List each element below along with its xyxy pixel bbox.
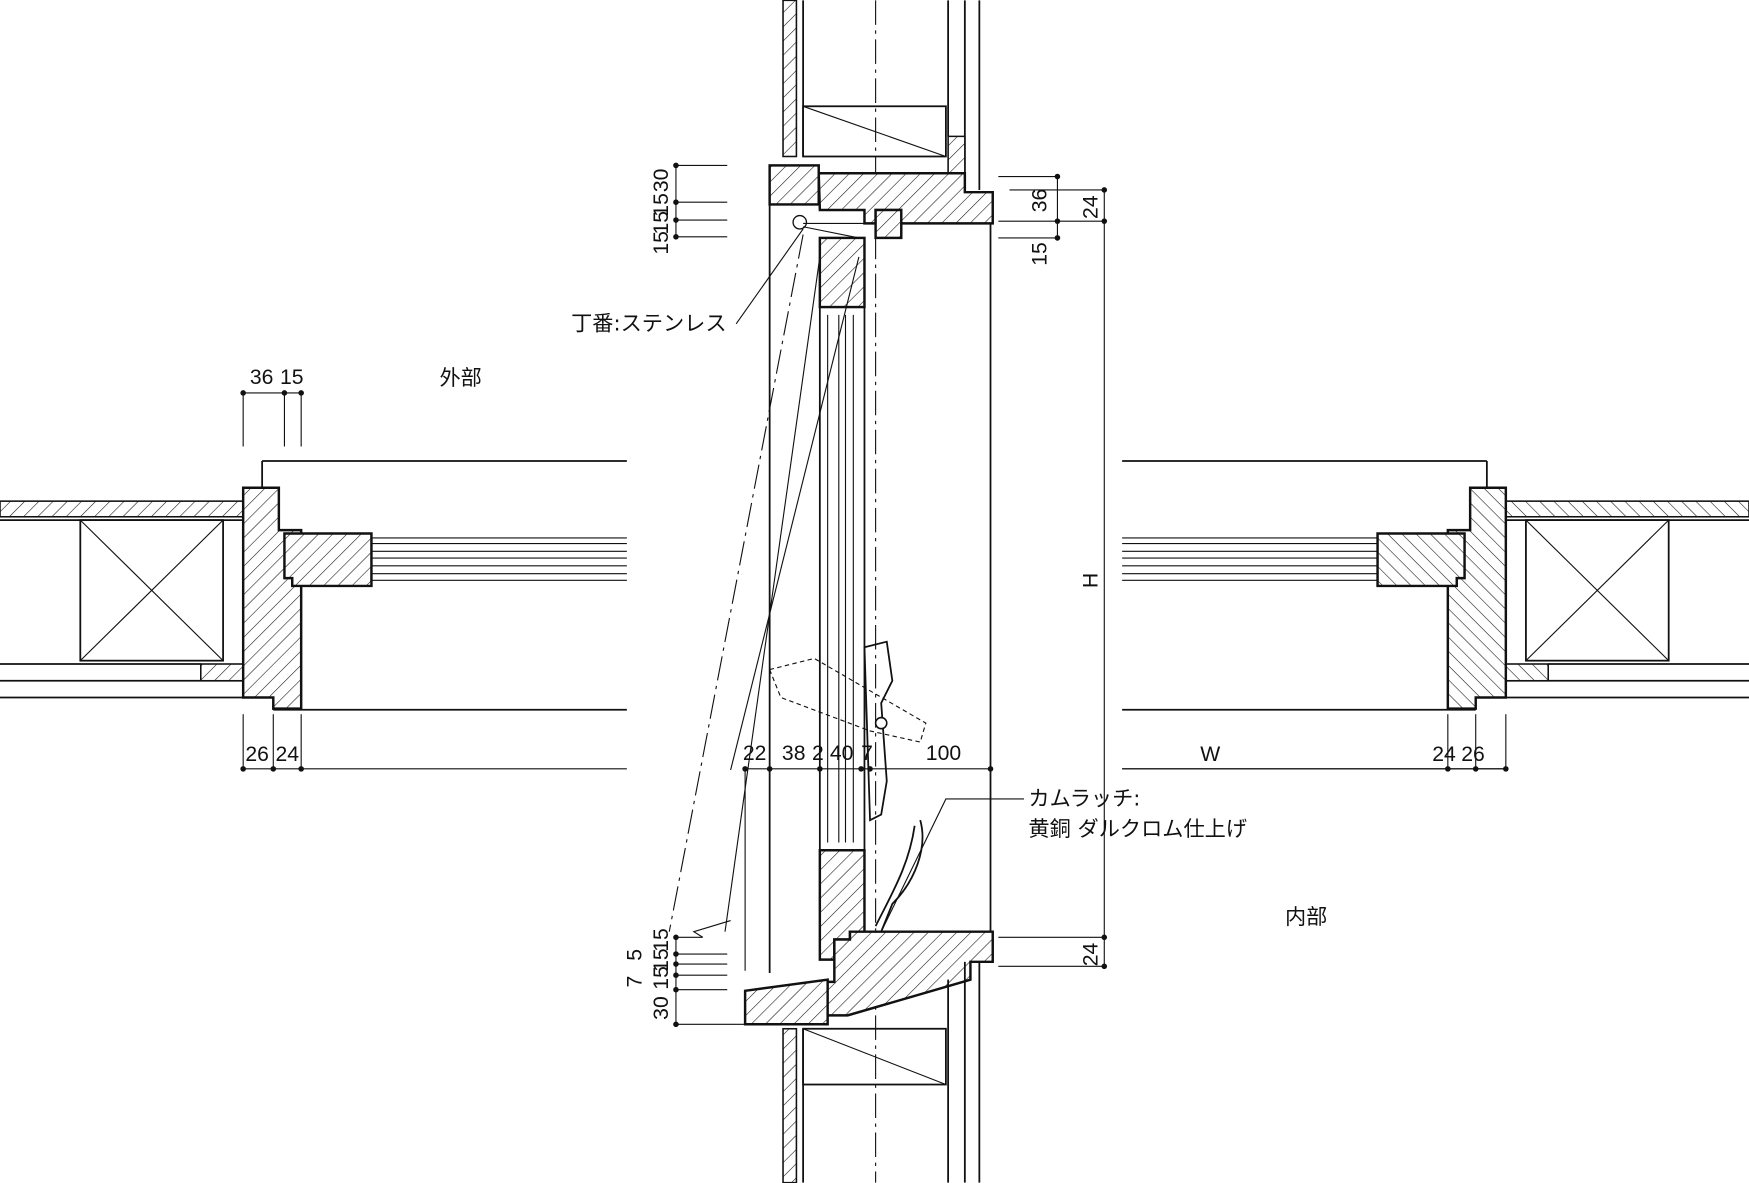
dim-24-right: 24 bbox=[1432, 743, 1456, 766]
dim-7: 7 bbox=[861, 742, 873, 765]
hinge-label: 丁番:ステンレス bbox=[571, 310, 726, 335]
dim-40: 40 bbox=[830, 742, 854, 765]
svg-text:24: 24 bbox=[1080, 943, 1103, 967]
svg-text:15: 15 bbox=[650, 966, 673, 990]
svg-text:15: 15 bbox=[1028, 242, 1051, 266]
width-label: W bbox=[1200, 743, 1220, 766]
dim-22: 22 bbox=[743, 742, 767, 765]
svg-text:15: 15 bbox=[650, 928, 673, 952]
sill-left-dimension: 15 15 7 5 15 30 bbox=[623, 920, 746, 1028]
head-right-dimension: 36 15 24 H 24 bbox=[998, 173, 1108, 970]
height-label: H bbox=[1080, 573, 1103, 588]
svg-text:30: 30 bbox=[650, 169, 673, 193]
left-jamb-section bbox=[0, 459, 629, 773]
interior-label: 内部 bbox=[1285, 904, 1327, 929]
svg-text:30: 30 bbox=[650, 996, 673, 1020]
svg-text:36: 36 bbox=[1028, 189, 1051, 213]
svg-text:15: 15 bbox=[650, 948, 673, 972]
vertical-section bbox=[668, 0, 994, 1183]
svg-text:15: 15 bbox=[650, 193, 673, 217]
dim-2: 2 bbox=[812, 742, 824, 765]
dim-24: 24 bbox=[276, 743, 300, 766]
svg-text:24: 24 bbox=[1080, 195, 1103, 219]
svg-text:15: 15 bbox=[650, 211, 673, 235]
dim-26: 26 bbox=[245, 743, 269, 766]
dim-100: 100 bbox=[926, 742, 961, 765]
cam-latch-label: カムラッチ: bbox=[1028, 786, 1140, 811]
dim-36: 36 bbox=[250, 366, 274, 389]
dim-26-right: 26 bbox=[1461, 743, 1485, 766]
dim-38: 38 bbox=[782, 742, 806, 765]
left-top-dimension: 36 15 bbox=[240, 366, 304, 447]
cam-latch-finish-label: 黄銅 ダルクロム仕上げ bbox=[1028, 816, 1247, 841]
dim-15: 15 bbox=[280, 366, 304, 389]
right-jamb-section bbox=[1120, 459, 1749, 773]
svg-text:7: 7 bbox=[623, 976, 646, 988]
head-left-dimension: 30 15 15 15 bbox=[650, 162, 728, 255]
svg-text:15: 15 bbox=[650, 231, 673, 255]
exterior-label: 外部 bbox=[439, 365, 481, 390]
svg-text:5: 5 bbox=[623, 949, 646, 961]
center-dimension-row: 22 38 2 40 7 100 bbox=[742, 742, 994, 971]
